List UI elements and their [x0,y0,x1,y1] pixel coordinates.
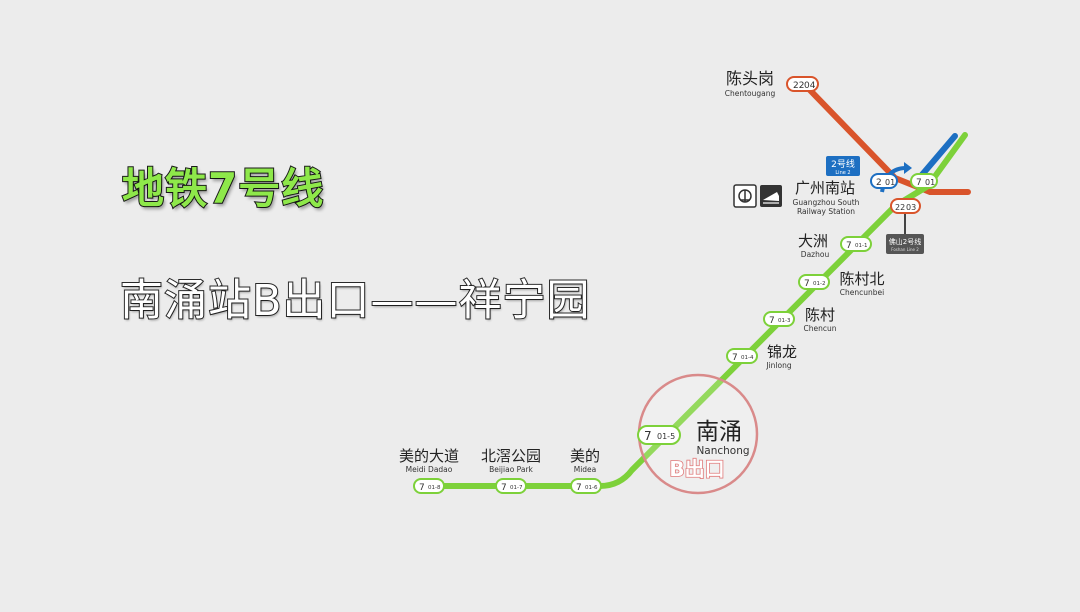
station-code-line: 7 [501,483,507,493]
line-2-badge-sublabel: Line 2 [835,170,850,176]
station-code-badge-line7 [910,173,938,189]
station-name-cn: 广州南站 [795,179,855,197]
station-code-number: 01 [885,178,895,187]
station-code-badge [413,478,445,494]
station-chencunbei[interactable]: 7 01-2 陈村北 Chencunbei [798,270,885,297]
station-code-badge [495,478,527,494]
station-dazhou[interactable]: 7 01-1 大洲 Dazhou [798,232,872,259]
station-name-en-line1: Guangzhou South [793,198,860,207]
station-chencun[interactable]: 7 01-3 陈村 Chencun [763,306,837,333]
station-jinlong[interactable]: 7 01-4 锦龙 Jinlong [726,343,797,370]
station-name-cn: 北滘公园 [481,447,541,465]
station-name-cn: 大洲 [798,232,828,250]
station-code-number: 01-5 [657,432,675,441]
station-code-line: 2 [876,178,882,188]
station-code-number: 01-2 [813,281,825,287]
station-nanchong[interactable]: 7 01-5 南涌 Nanchong B出口 [637,419,750,482]
station-code-badge [763,311,795,327]
station-code-line: 7 [576,483,582,493]
station-name-cn: 南涌 [696,419,742,445]
station-code-number: 04 [804,81,816,91]
line-2-badge-label: 2号线 [831,158,855,170]
station-code-badge [786,76,819,92]
station-meidi-dadao[interactable]: 7 01-8 美的大道 Meidi Dadao [399,447,459,494]
station-name-cn: 锦龙 [767,343,797,361]
station-code-badge [726,348,758,364]
station-name-en: Chencunbei [840,288,884,297]
station-name-en: Nanchong [696,445,749,457]
station-code-number: 01-6 [585,485,598,491]
station-midea[interactable]: 7 01-6 美的 Midea [570,447,602,494]
station-code-badge [840,236,872,252]
page-title: 地铁7号线 [121,163,325,214]
station-code-number: 01 [925,178,935,187]
station-code-line: 22 [793,81,804,91]
railway-station-icon [733,184,757,208]
nanchong-exit-label: B出口 [669,457,724,481]
station-code-line: 7 [846,241,852,251]
station-code-number: 01-7 [510,485,523,491]
station-name-en-line2: Railway Station [797,207,855,216]
station-code-badge [798,274,830,290]
station-code-number: 01-8 [428,485,441,491]
station-code-line: 7 [644,429,652,443]
station-code-number: 03 [906,203,916,212]
station-beijiao-park[interactable]: 7 01-7 北滘公园 Beijiao Park [481,447,541,494]
station-name-en: Chentougang [725,89,776,98]
station-code-badge-line22 [890,198,921,214]
station-guangzhou-south[interactable]: 2 01 7 01 22 03 广州南站 Guangzhou South Rai… [733,173,938,216]
station-code-number: 01-4 [741,355,754,361]
station-code-badge [637,425,681,445]
station-name-cn: 陈头岗 [726,69,774,88]
station-code-line: 7 [419,483,425,493]
line-2-badge [826,156,860,176]
station-code-badge [570,478,602,494]
line-2-arrowhead [904,162,912,174]
station-name-cn: 陈村 [805,306,835,324]
foshan-line-2-sublabel: Foshan Line 2 [891,247,919,252]
station-code-number: 01-3 [778,318,791,324]
station-code-line: 7 [732,353,738,363]
station-code-line: 7 [769,316,775,326]
station-name-cn: 美的大道 [399,447,459,465]
station-name-en: Dazhou [801,250,830,259]
foshan-line-2-label: 佛山2号线 [889,237,921,246]
station-code-number: 01-1 [855,243,867,249]
station-name-en: Meidi Dadao [406,465,453,474]
station-code-line: 22 [895,203,905,212]
station-chentougang[interactable]: 22 04 陈头岗 Chentougang [725,69,819,98]
station-code-badge-line2 [870,173,898,189]
station-name-cn: 陈村北 [839,270,884,288]
station-name-en: Chencun [804,324,837,333]
station-code-line: 7 [804,279,810,289]
station-name-en: Midea [574,465,597,474]
train-icon [760,185,782,207]
station-code-line: 7 [916,178,922,188]
foshan-line-2-badge [886,234,924,254]
route-subtitle: 南涌站B出口——祥宁园 [119,275,591,327]
station-name-en: Jinlong [765,361,791,370]
station-name-cn: 美的 [570,447,600,465]
station-name-en: Beijiao Park [489,465,533,474]
